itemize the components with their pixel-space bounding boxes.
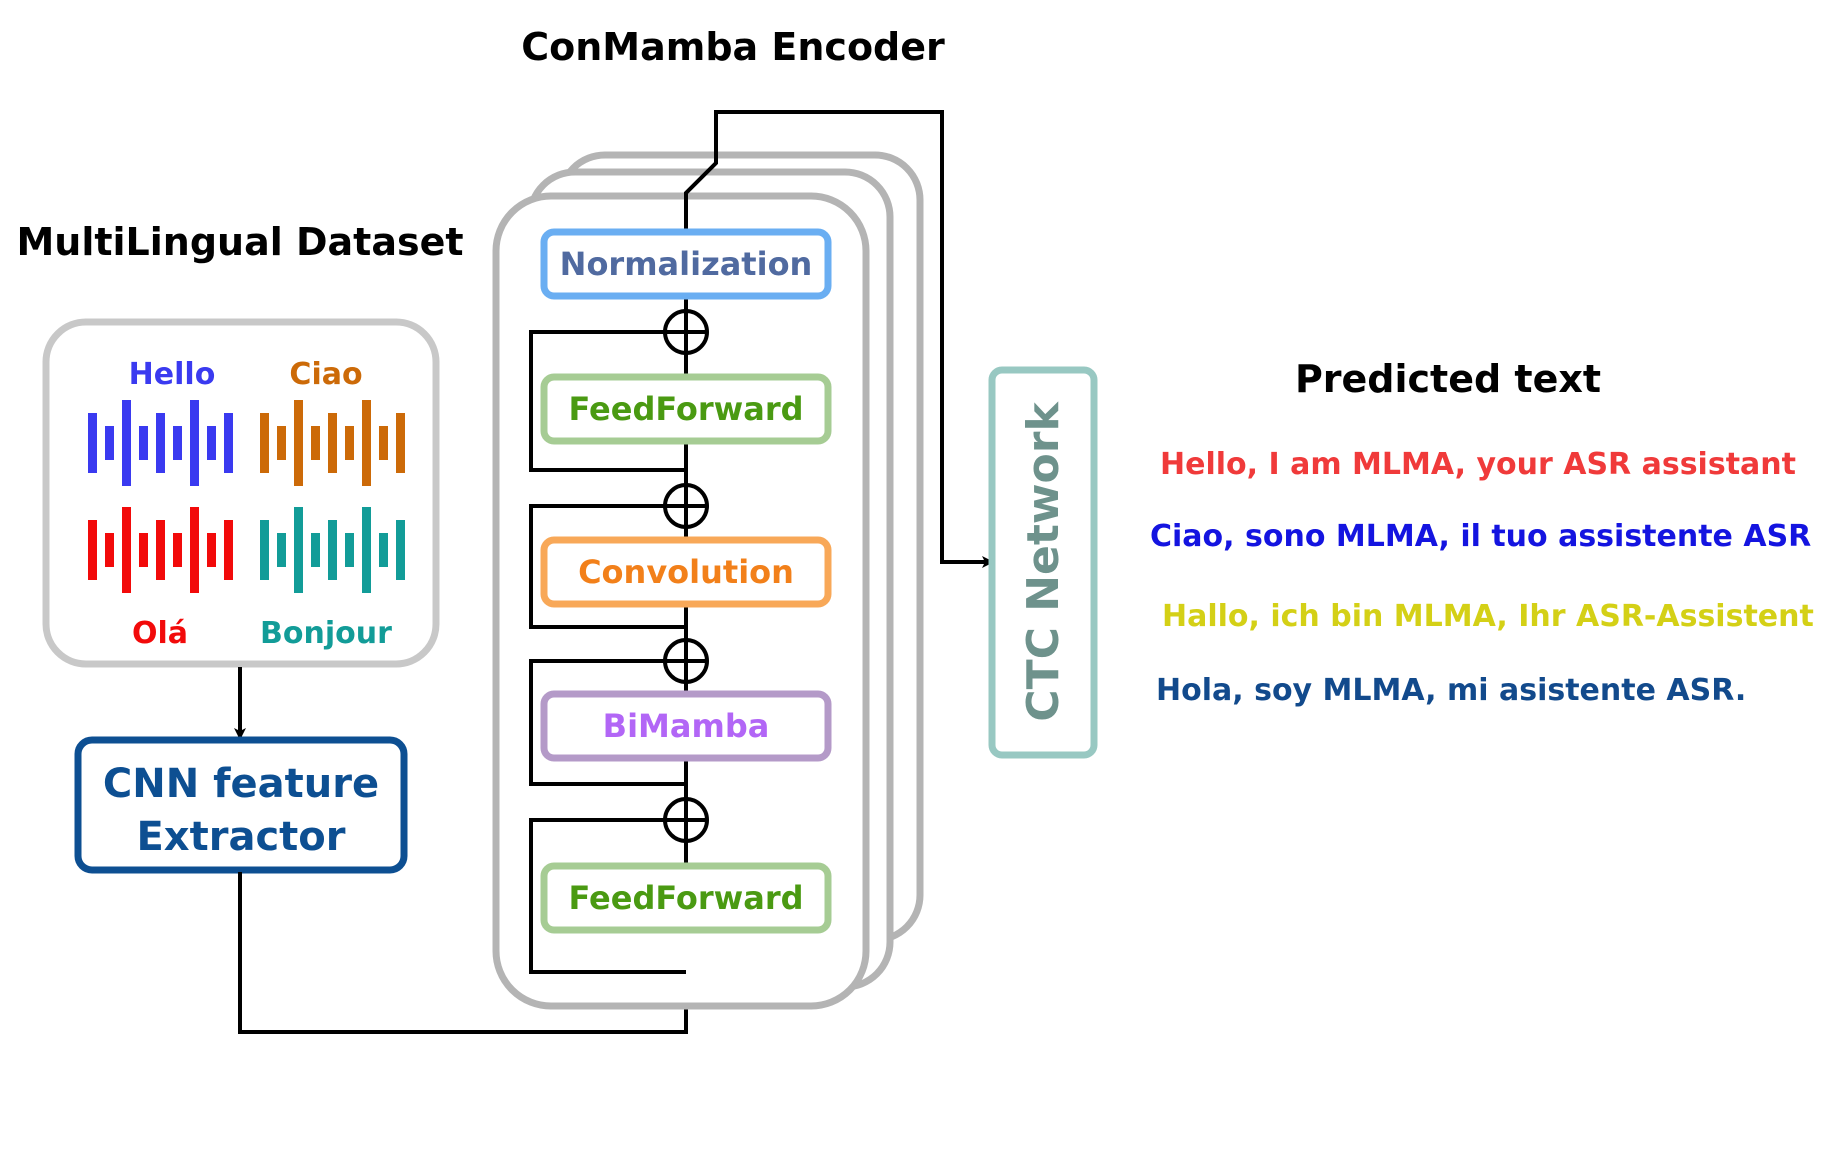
waveform-bar	[345, 426, 354, 460]
sample-label-ciao: Ciao	[289, 357, 362, 392]
cnn-feature-extractor-box: CNN feature Extractor	[74, 736, 408, 874]
block-feedforward-1: FeedForward	[540, 373, 832, 445]
residual-line	[529, 659, 686, 786]
block-label: Normalization	[560, 245, 813, 283]
block-label: FeedForward	[568, 390, 803, 428]
waveform-bar	[362, 400, 371, 486]
prediction-spanish: Hola, soy MLMA, mi asistente ASR.	[1156, 673, 1746, 708]
waveform-bar	[260, 413, 269, 473]
waveform-bar	[294, 400, 303, 486]
waveform-bar	[139, 426, 148, 460]
waveform-bar	[190, 400, 199, 486]
block-border	[540, 690, 832, 762]
residual-line	[529, 504, 686, 629]
waveform-bar	[156, 413, 165, 473]
adder-icon	[663, 638, 709, 684]
sample-label-bonjour: Bonjour	[260, 616, 392, 651]
residual-connections	[529, 296, 709, 974]
waveform-bar	[396, 413, 405, 473]
waveform-bar	[190, 507, 199, 593]
waveform-bar	[207, 533, 216, 567]
block-border	[540, 373, 832, 445]
waveform-bar	[224, 520, 233, 580]
waveform-bar	[277, 426, 286, 460]
adder-icon	[663, 483, 709, 529]
adder-icon	[663, 309, 709, 355]
block-bimamba: BiMamba	[540, 690, 832, 762]
block-label: Convolution	[578, 553, 794, 591]
prediction-italian: Ciao, sono MLMA, il tuo assistente ASR	[1150, 519, 1811, 554]
sample-label-ola: Olá	[132, 616, 188, 651]
ctc-network-box: CTC Network	[988, 366, 1098, 759]
waveform-bar	[173, 426, 182, 460]
predicted-text-title: Predicted text	[1295, 357, 1601, 401]
waveform-bar	[328, 520, 337, 580]
waveform-bar	[260, 520, 269, 580]
dataset-title: MultiLingual Dataset	[16, 220, 463, 264]
block-normalization: Normalization	[540, 228, 832, 300]
block-label: FeedForward	[568, 879, 803, 917]
block-convolution: Convolution	[540, 536, 832, 608]
sample-label-hello: Hello	[129, 357, 216, 392]
waveform-bar	[88, 413, 97, 473]
waveform-bar	[122, 507, 131, 593]
arrow-encoder-to-ctc	[684, 110, 994, 568]
prediction-german: Hallo, ich bin MLMA, Ihr ASR-Assistent	[1162, 599, 1814, 634]
waveform-bar	[362, 507, 371, 593]
dataset-samples: Hello Ciao Olá Bonjour	[88, 357, 405, 651]
waveform-bar	[105, 533, 114, 567]
block-border	[540, 536, 832, 608]
block-border	[540, 228, 832, 300]
waveform-bar	[139, 533, 148, 567]
waveform-bar	[379, 533, 388, 567]
residual-line	[529, 330, 686, 472]
cnn-label-line1: CNN feature	[103, 761, 379, 807]
waveform-bar	[105, 426, 114, 460]
block-border	[540, 862, 832, 934]
waveform-bar	[122, 400, 131, 486]
waveform-bar	[396, 520, 405, 580]
adder-icon	[663, 797, 709, 843]
block-feedforward-2: FeedForward	[540, 862, 832, 934]
cnn-label-line2: Extractor	[136, 814, 345, 860]
waveform-bar	[207, 426, 216, 460]
dataset-box	[42, 318, 440, 668]
waveform-bar	[277, 533, 286, 567]
waveform-bar	[328, 413, 337, 473]
waveform-bar	[311, 426, 320, 460]
waveform-bar	[379, 426, 388, 460]
waveform-bar	[156, 520, 165, 580]
encoder-blocks: NormalizationFeedForwardConvolutionBiMam…	[540, 228, 832, 934]
waveform-bar	[173, 533, 182, 567]
block-label: BiMamba	[603, 707, 770, 745]
prediction-english: Hello, I am MLMA, your ASR assistant	[1160, 447, 1796, 482]
waveform-bar	[345, 533, 354, 567]
residual-line	[529, 818, 686, 974]
ctc-network-label: CTC Network	[1018, 401, 1069, 722]
encoder-title: ConMamba Encoder	[521, 25, 945, 69]
predicted-text-list: Hello, I am MLMA, your ASR assistant Cia…	[1150, 447, 1814, 708]
waveform-bar	[294, 507, 303, 593]
waveform-bar	[224, 413, 233, 473]
waveform-bar	[311, 533, 320, 567]
waveform-bar	[88, 520, 97, 580]
